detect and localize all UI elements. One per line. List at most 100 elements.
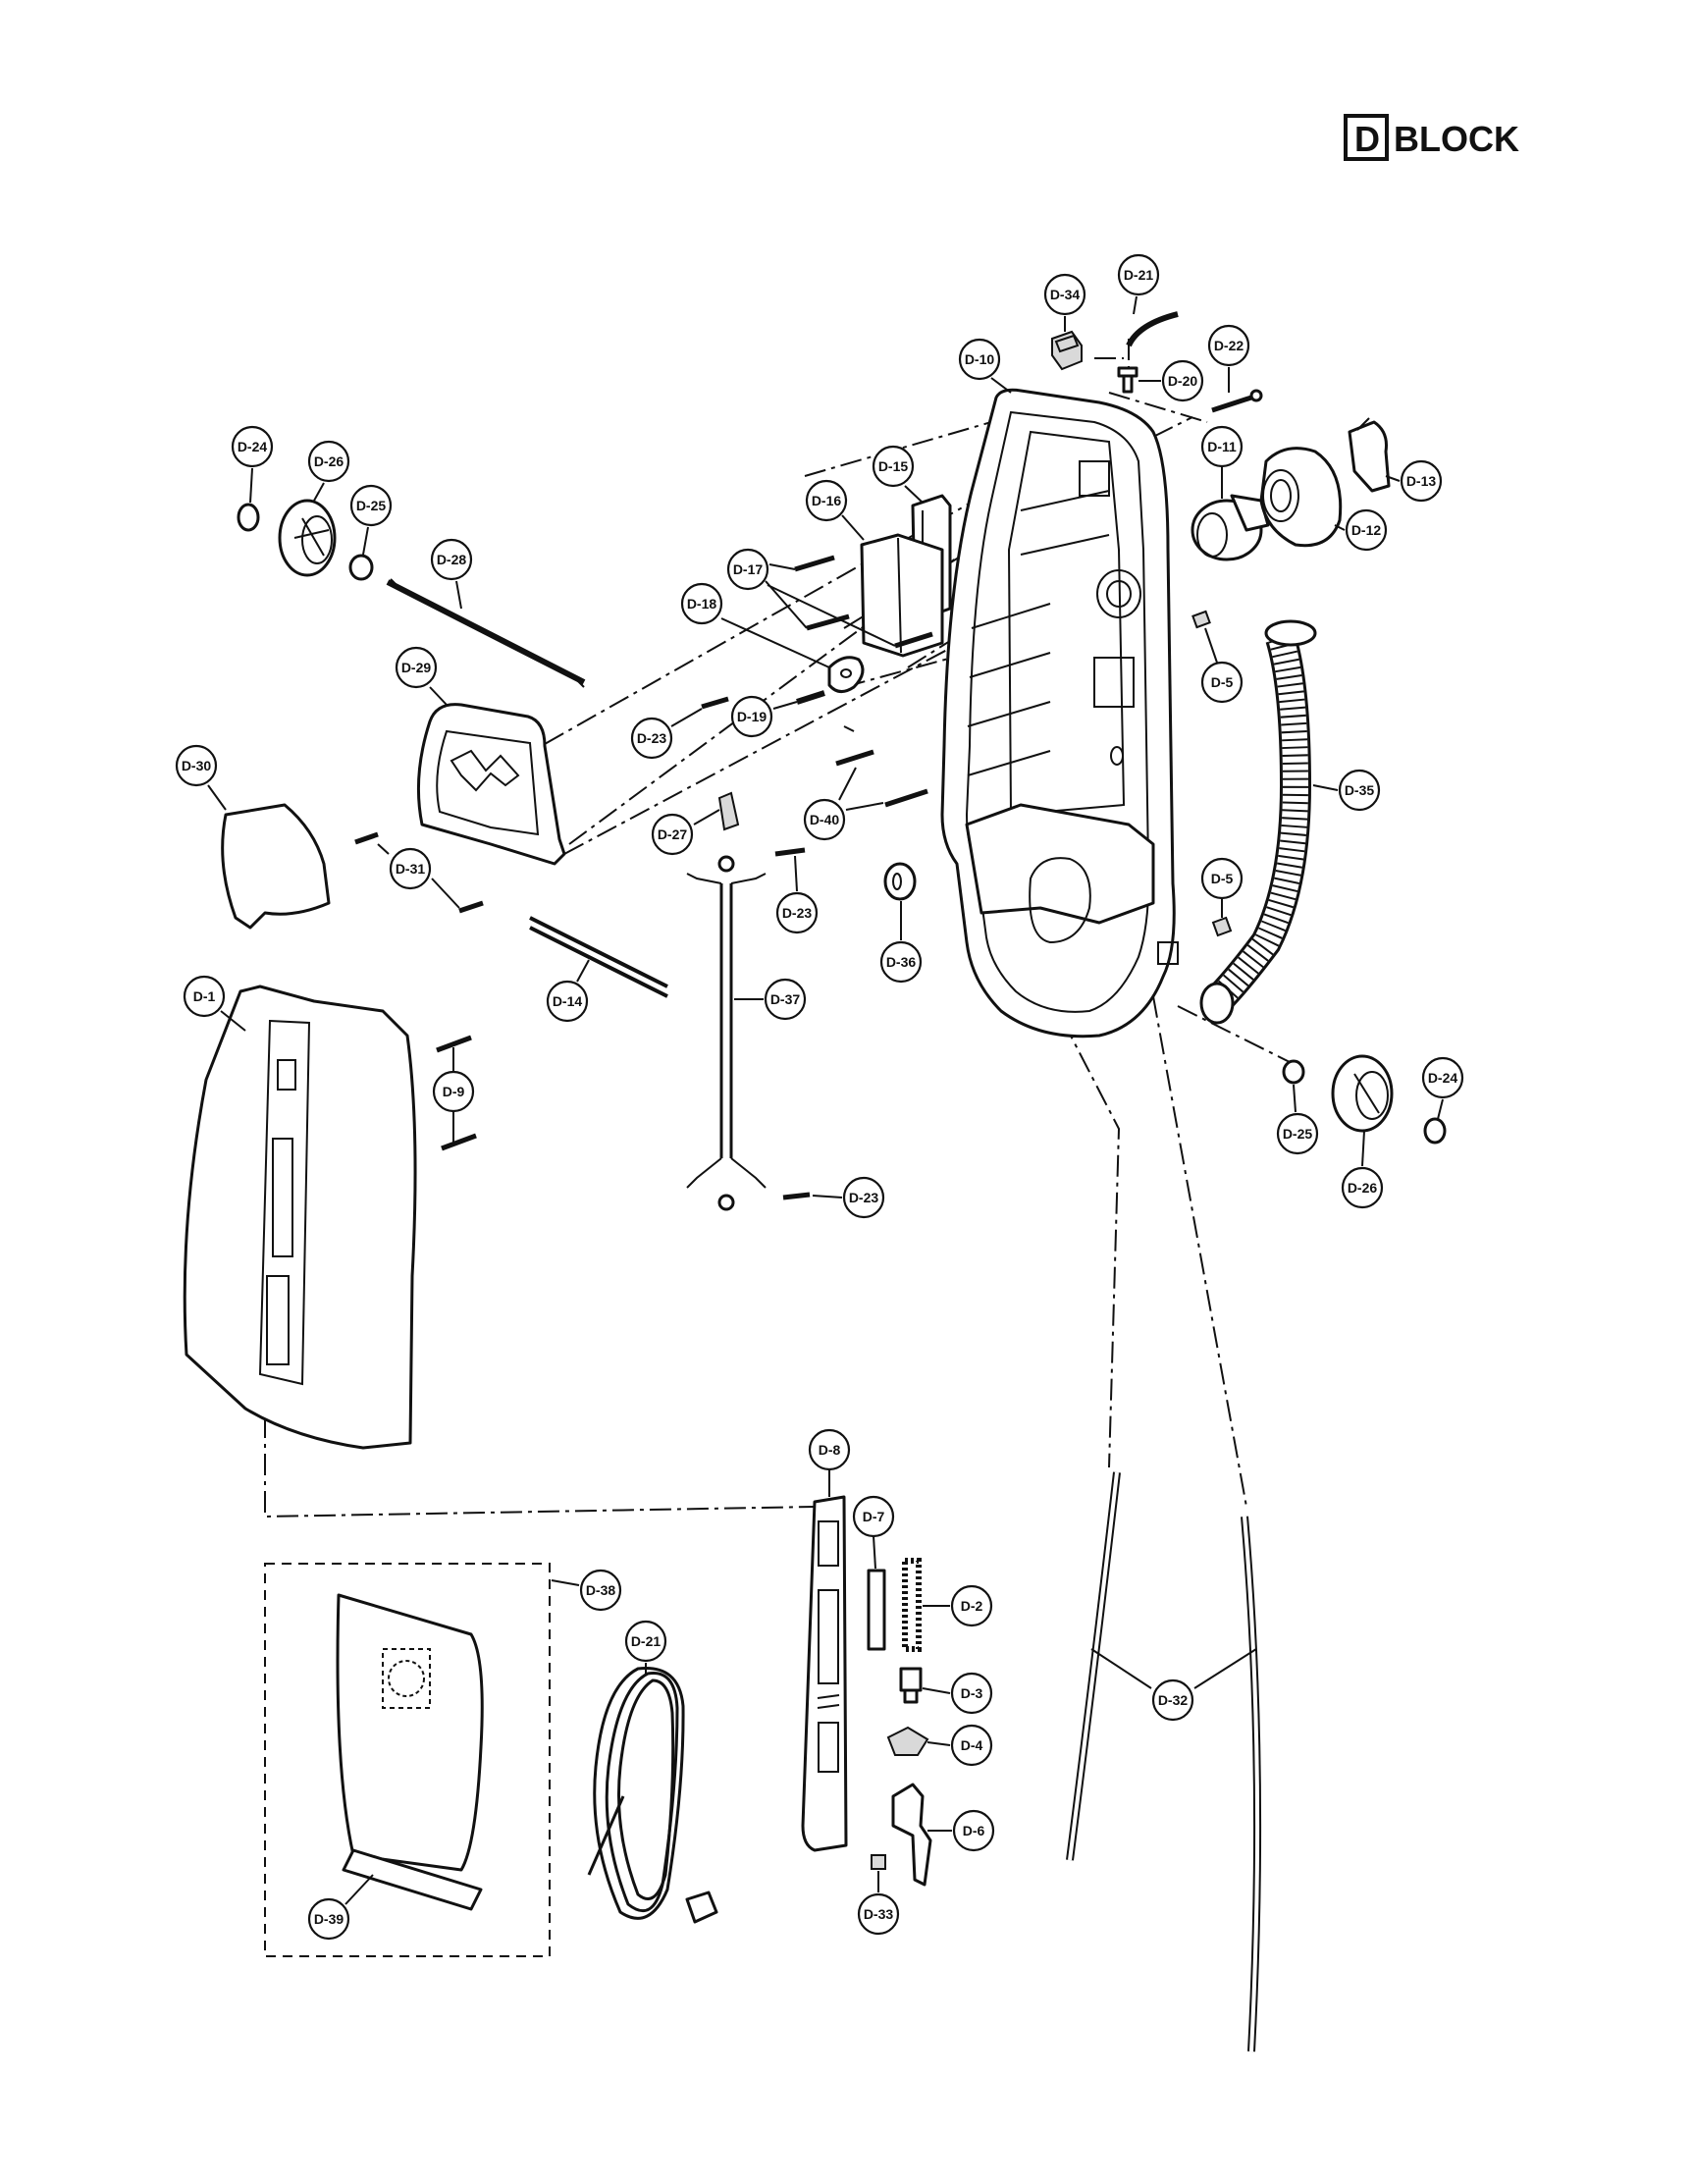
wheel-bushing: [348, 554, 374, 581]
callout-d-23c: D-23: [812, 1176, 885, 1219]
housing-motor-cup: [1029, 857, 1091, 944]
callout-circle: [958, 338, 1001, 381]
callout-circle: [624, 1620, 667, 1663]
harness-fork: [730, 873, 767, 884]
callout-label: D-27: [658, 826, 688, 842]
plug: [685, 1891, 718, 1924]
wheel-spoke: [301, 517, 325, 557]
leader-line: [1312, 784, 1339, 791]
side-trim-inner: [1243, 1516, 1260, 2052]
nut: [886, 1726, 929, 1756]
callout-circle: [730, 695, 773, 738]
block-heading: D BLOCK: [1344, 114, 1519, 161]
leader-line: [377, 843, 390, 855]
callout-label: D-13: [1406, 473, 1437, 489]
callout-label: D-23: [849, 1190, 879, 1205]
bag-opening: [388, 1660, 425, 1697]
callout-circle: [1200, 661, 1244, 704]
housing-port: [1096, 569, 1141, 618]
callout-circle: [307, 1897, 350, 1941]
leader-line: [1193, 1648, 1257, 1689]
wire-harness: [686, 855, 767, 1211]
hose-ribs: [1207, 634, 1309, 1011]
leader-line: [926, 1741, 951, 1746]
screw: [884, 788, 928, 808]
callout-d-5a: D-5: [1200, 627, 1244, 704]
switch: [1051, 330, 1083, 371]
callout-circle: [395, 646, 438, 689]
leader-line: [1361, 1130, 1365, 1167]
callout-d-25a: D-25: [349, 484, 393, 556]
cap-hole: [840, 668, 852, 678]
callout-circle: [950, 1584, 993, 1627]
bag-door: [183, 985, 417, 1450]
callout-circle: [950, 1724, 993, 1767]
leader-line: [990, 377, 1012, 394]
callout-label: D-6: [963, 1823, 985, 1838]
grip-slot: [818, 1589, 839, 1684]
callout-circle: [432, 1070, 475, 1113]
assembly-line: [1152, 995, 1247, 1508]
grip-body: [801, 1495, 848, 1852]
axle-thread: [573, 676, 585, 688]
harness-fork: [730, 1157, 767, 1189]
leader-line: [670, 708, 703, 727]
cord-coil: [617, 1678, 675, 1900]
callout-label: D-26: [314, 453, 344, 469]
callout-label: D-5: [1211, 871, 1234, 886]
clip: [1348, 417, 1391, 493]
callout-d-3: D-3: [922, 1672, 993, 1715]
callout-circle: [630, 717, 673, 760]
cover-inner: [436, 729, 540, 836]
callout-label: D-17: [733, 561, 764, 577]
callout-circle: [1043, 273, 1086, 316]
callout-label: D-11: [1207, 439, 1237, 454]
callout-circle: [1200, 857, 1244, 900]
leader-line: [551, 1579, 580, 1586]
housing-rib: [971, 603, 1051, 629]
housing-cavity: [1007, 430, 1126, 817]
harness-ring: [717, 855, 735, 873]
leader-line: [313, 482, 325, 502]
screw-head: [1249, 389, 1263, 402]
callout-d-7: D-7: [852, 1495, 895, 1570]
leader-line: [455, 580, 462, 610]
screw-shank: [1211, 395, 1252, 413]
screw: [436, 1035, 472, 1053]
leader-line: [249, 467, 253, 504]
grip-line: [817, 1704, 840, 1709]
screw: [782, 1192, 811, 1200]
door-handle-slot: [277, 1059, 296, 1091]
wheel-spoke: [293, 529, 330, 539]
screw: [354, 831, 379, 845]
latch-block: [871, 1854, 886, 1870]
release-button: [899, 1667, 923, 1704]
callout-d-20: D-20: [1138, 359, 1204, 402]
wheel-right: [1282, 1054, 1447, 1145]
leader-line: [873, 1535, 876, 1570]
callout-label: D-21: [1124, 267, 1154, 283]
callout-d-5b: D-5: [1200, 857, 1244, 918]
callout-label: D-9: [443, 1084, 465, 1099]
axle-thread: [390, 578, 403, 592]
callout-circle: [1345, 508, 1388, 552]
callout-d-12: D-12: [1334, 508, 1388, 552]
button-stem: [903, 1688, 919, 1704]
callout-d-34: D-34: [1043, 273, 1086, 332]
grip-slot: [818, 1520, 839, 1567]
pad: [1211, 916, 1233, 937]
housing-lower-box: [965, 803, 1155, 925]
callout-d-16: D-16: [805, 479, 865, 541]
callout-circle: [307, 440, 350, 483]
leader-line: [1293, 1084, 1297, 1113]
leader-line: [812, 1195, 843, 1199]
hose-connector: [1191, 494, 1270, 561]
callout-d-2: D-2: [923, 1584, 993, 1627]
filter-sheet: [221, 803, 331, 930]
callout-d-23a: D-23: [630, 708, 703, 760]
cord-tail: [587, 1795, 625, 1876]
harness-ring: [717, 1194, 735, 1211]
callout-circle: [1421, 1056, 1464, 1099]
callout-label: D-1: [193, 988, 216, 1004]
